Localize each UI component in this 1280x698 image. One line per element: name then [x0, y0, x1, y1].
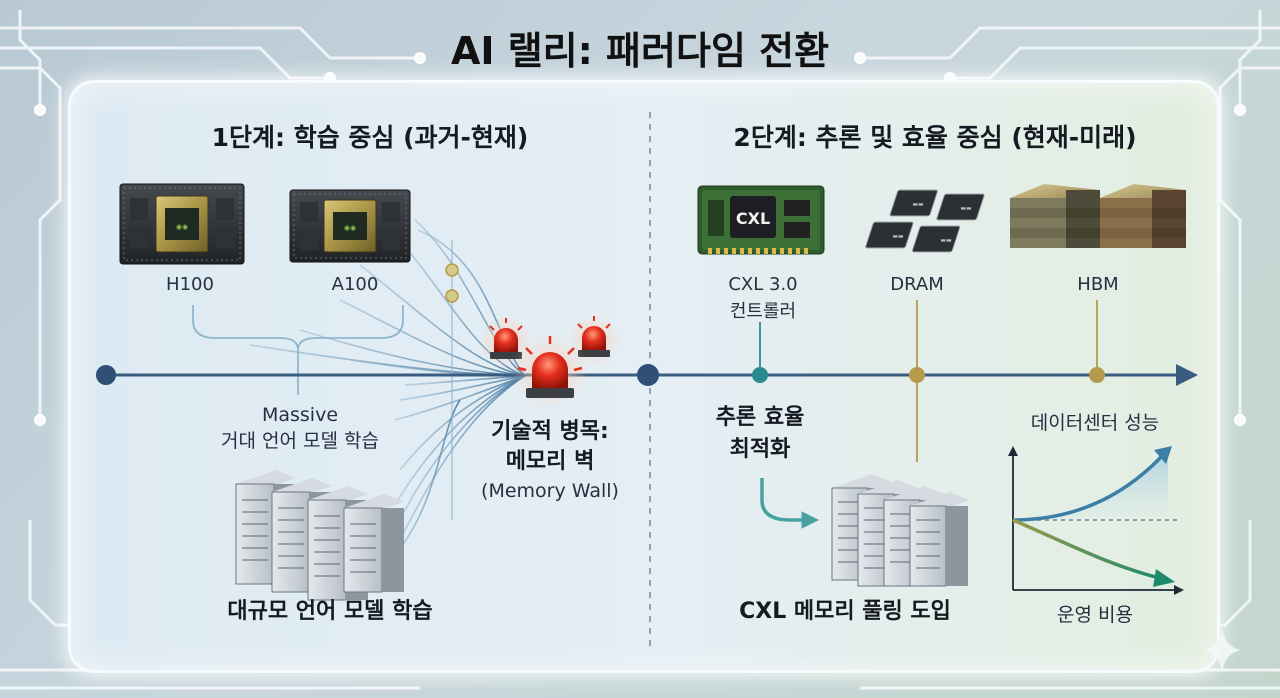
performance-area [1013, 450, 1168, 520]
timeline-start-node [96, 365, 116, 385]
h100-label: H100 [166, 274, 214, 295]
massive-label-line2: 거대 언어 모델 학습 [221, 430, 379, 452]
mini-chart-x-arrow [1174, 585, 1184, 595]
llm-training-label: 대규모 언어 모델 학습 [227, 599, 433, 624]
page-title: AI 랠리: 패러다임 전환 [450, 29, 830, 73]
svg-text:▬▬: ▬▬ [960, 205, 972, 212]
svg-text:▬▬: ▬▬ [892, 233, 904, 240]
svg-text:◉◉: ◉◉ [344, 224, 356, 232]
optimization-arrow [760, 478, 819, 529]
timeline-transition-node [637, 364, 659, 386]
timeline-arrowhead [1176, 364, 1198, 386]
cost-line [1012, 518, 1161, 580]
bottleneck-line2: 메모리 벽 [505, 449, 595, 474]
flow-node-2 [445, 289, 459, 303]
cxl-label-line1: CXL 3.0 [728, 274, 798, 295]
svg-text:◉◉: ◉◉ [176, 223, 188, 231]
massive-label-line1: Massive [261, 404, 339, 426]
inference-opt-line2: 최적화 [729, 437, 791, 462]
datacenter-performance-label: 데이터센터 성능 [1030, 412, 1160, 434]
performance-cost-chart [1008, 446, 1184, 595]
hbm-timeline-node [1089, 367, 1105, 383]
mini-chart-y-arrow [1008, 446, 1018, 456]
flow-node-1 [445, 263, 459, 277]
cxl-timeline-node [752, 367, 768, 383]
dram-label: DRAM [890, 274, 944, 295]
sparkle-icon [1202, 628, 1242, 672]
hbm-label: HBM [1077, 274, 1119, 295]
cxl-label-line2: 컨트롤러 [729, 301, 797, 322]
nvidia-gpu-icon: ◉◉ [119, 183, 245, 265]
svg-text:▬▬: ▬▬ [940, 237, 952, 244]
a100-label: A100 [331, 274, 379, 295]
alarm-siren-icon [512, 334, 588, 410]
dram-chip-icon: ▬▬ ▬▬ ▬▬ ▬▬ [865, 189, 985, 253]
server-rack-icon [831, 474, 970, 587]
nvidia-gpu-icon: ◉◉ [289, 189, 411, 263]
performance-arrowhead [1154, 446, 1172, 464]
performance-line [1012, 454, 1164, 522]
phase1-heading: 1단계: 학습 중심 (과거-현재) [211, 123, 529, 152]
phase2-heading: 2단계: 추론 및 효율 중심 (현재-미래) [733, 123, 1137, 152]
cxl-pooling-label: CXL 메모리 풀링 도입 [739, 599, 951, 624]
dram-timeline-node [909, 367, 925, 383]
operating-cost-label: 운영 비용 [1057, 604, 1133, 626]
cxl-module-icon: CXL [697, 185, 825, 255]
server-rack-icon [235, 470, 404, 601]
cost-arrowhead [1153, 569, 1175, 587]
bottleneck-line1: 기술적 병목: [491, 419, 609, 444]
gpu-bracket [192, 305, 404, 395]
cxl-chip-text: CXL [736, 209, 770, 228]
hbm-stack-icon [1010, 184, 1186, 248]
inference-opt-line1: 추론 효율 [715, 405, 805, 430]
svg-text:▬▬: ▬▬ [912, 201, 924, 208]
bottleneck-line3: (Memory Wall) [481, 480, 619, 502]
